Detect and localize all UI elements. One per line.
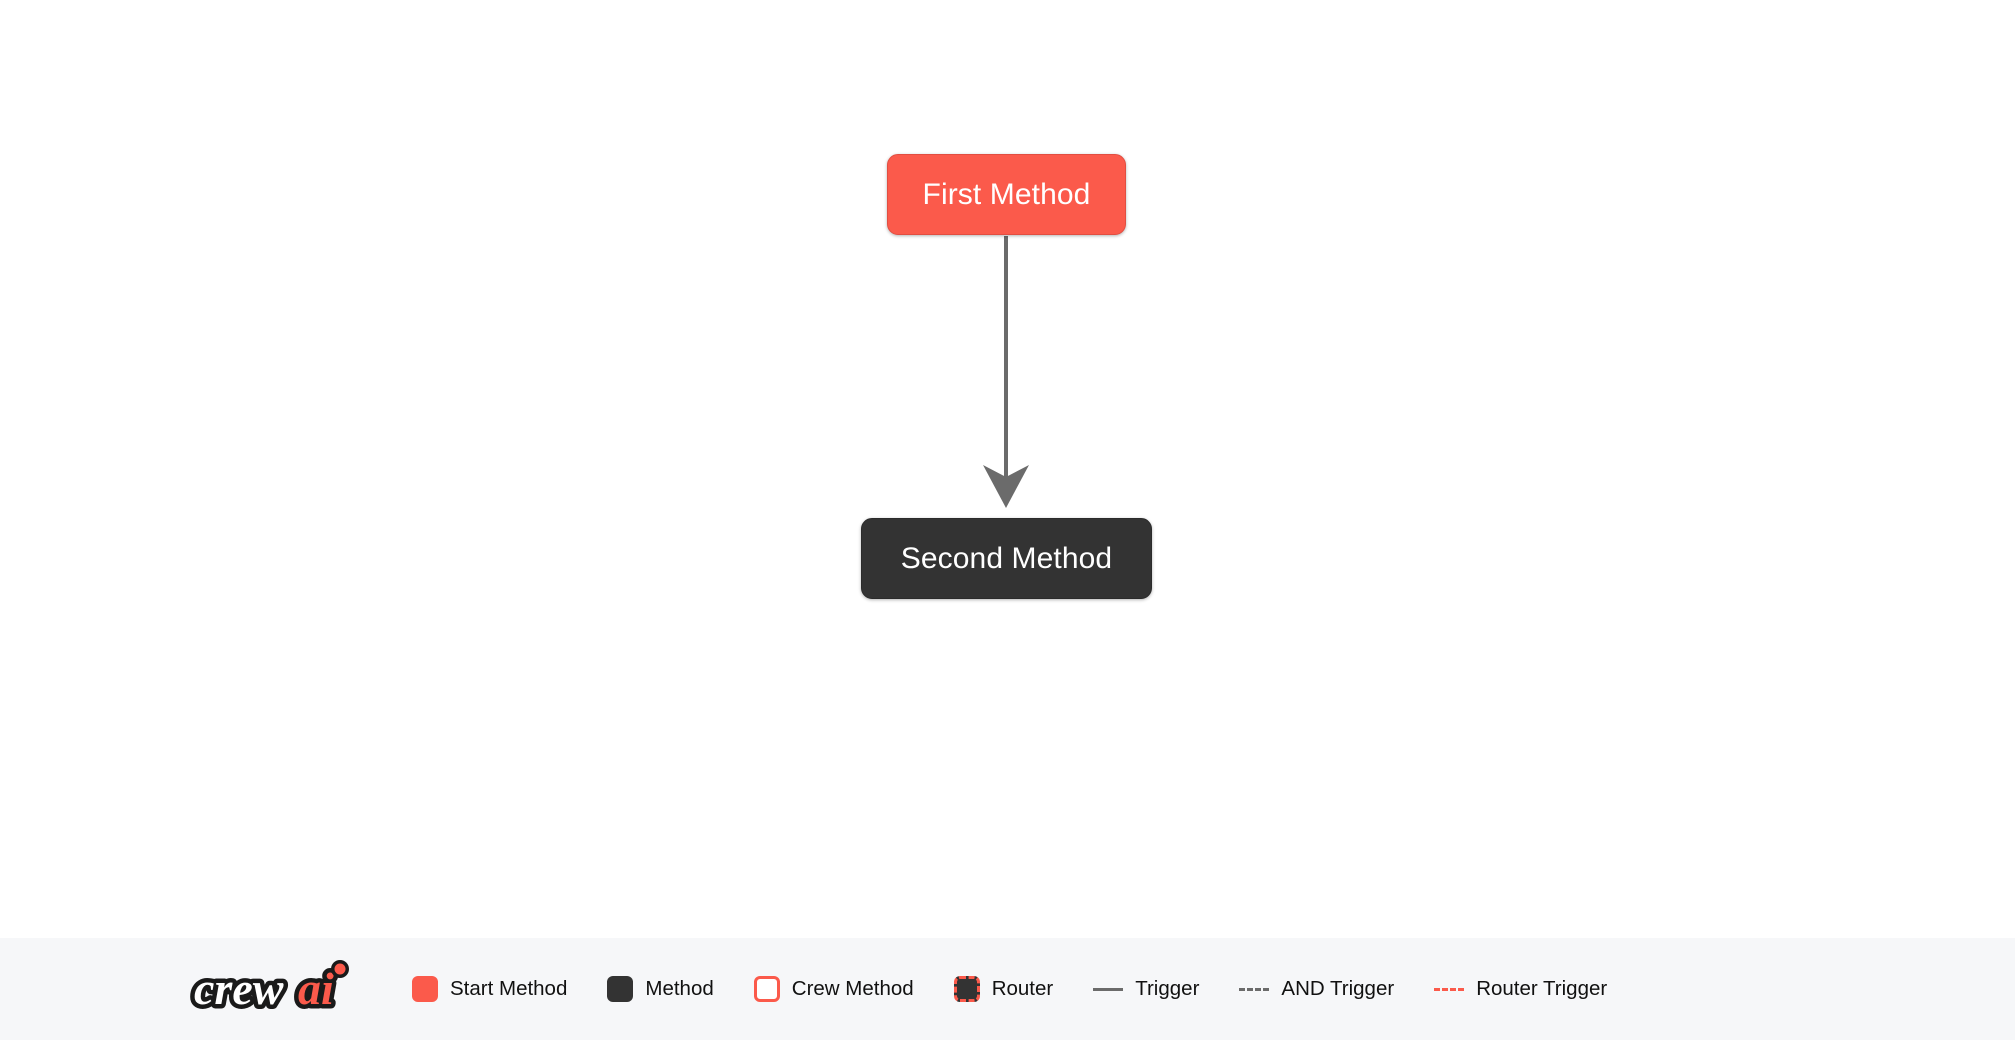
legend-bar: crew crew ai ai Start Method Method Crew…: [0, 938, 2015, 1040]
legend-item-start-method: Start Method: [412, 976, 567, 1002]
flow-canvas[interactable]: First Method Second Method: [0, 0, 2015, 938]
router-swatch-icon: [953, 976, 980, 1002]
logo-outline-ai: ai: [298, 963, 334, 1014]
legend-label-router-trigger: Router Trigger: [1476, 977, 1608, 1000]
legend-label-start-method: Start Method: [450, 977, 568, 1000]
legend-item-and-trigger: AND Trigger: [1239, 977, 1394, 1001]
and-trigger-line-icon: [1239, 987, 1270, 991]
legend-label-method: Method: [645, 977, 714, 1000]
start-method-swatch-icon: [412, 976, 438, 1002]
crew-method-swatch-icon: [753, 976, 780, 1002]
legend-item-crew-method: Crew Method: [753, 976, 914, 1002]
crewai-logo: crew crew ai ai: [190, 959, 349, 1019]
router-trigger-line-icon: [1434, 987, 1465, 991]
logo-outline-crew: crew: [194, 963, 284, 1014]
legend-label-trigger: Trigger: [1135, 977, 1200, 1000]
legend-item-trigger: Trigger: [1093, 977, 1199, 1001]
trigger-line-icon: [1093, 987, 1124, 991]
legend-label-and-trigger: AND Trigger: [1281, 977, 1395, 1000]
edge-arrowhead: [983, 465, 1029, 508]
legend-label-router: Router: [991, 977, 1054, 1000]
logo-dot: [334, 963, 346, 975]
legend-item-method: Method: [607, 976, 714, 1002]
legend-label-crew-method: Crew Method: [791, 977, 914, 1000]
edge-layer: [983, 236, 1029, 508]
flow-node-second-method[interactable]: Second Method: [861, 518, 1152, 599]
flow-node-first-method[interactable]: First Method: [887, 154, 1126, 235]
logo-text-ai: ai: [298, 963, 334, 1014]
logo-text-crew: crew: [194, 963, 284, 1014]
legend-item-router: Router: [953, 976, 1054, 1002]
edge-first-method-to-second-method: [983, 236, 1029, 508]
legend-item-router-trigger: Router Trigger: [1434, 977, 1607, 1001]
method-swatch-icon: [607, 976, 634, 1002]
